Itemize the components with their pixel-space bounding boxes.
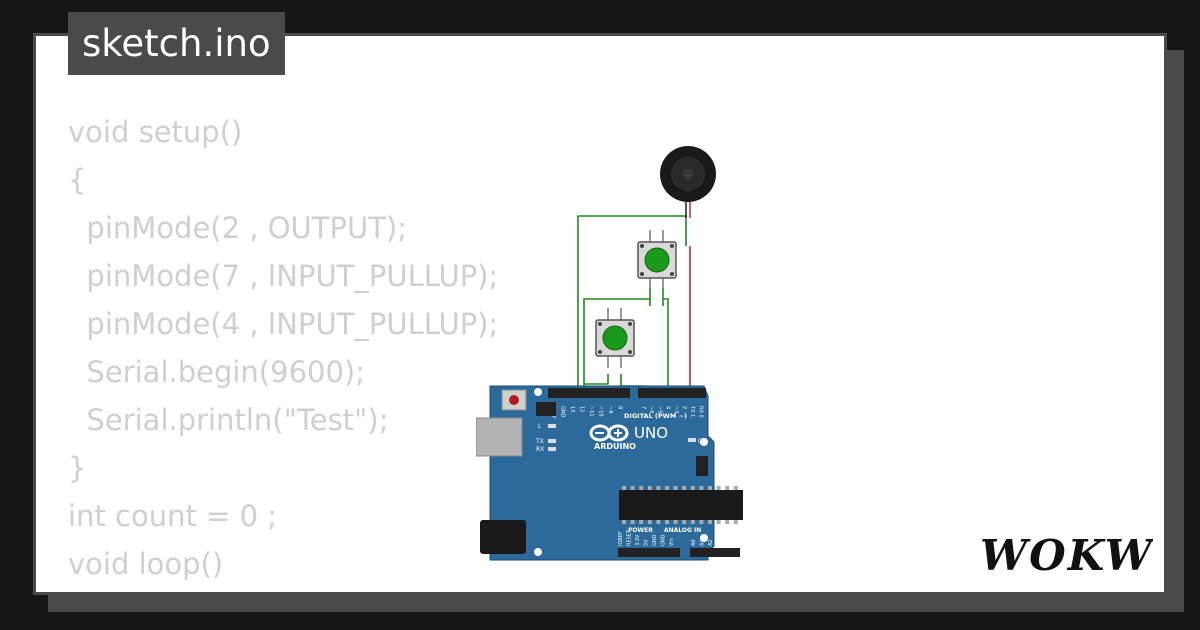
analog-header [690, 548, 740, 557]
preview-card: void setup() { pinMode(2 , OUTPUT); pinMo… [33, 33, 1167, 595]
code-line: int count = 0 ; [68, 499, 278, 533]
pin-label: Vin [669, 538, 675, 546]
pin-label: ~3 [673, 406, 679, 413]
wire-btn1-gnd [583, 298, 650, 396]
pin-label: GND [560, 406, 566, 418]
code-preview: void setup() { pinMode(2 , OUTPUT); pinMo… [68, 108, 499, 592]
file-tab[interactable]: sketch.ino [68, 12, 285, 75]
code-line: Serial.println("Test"); [68, 403, 389, 437]
analog-label: ANALOG IN [664, 527, 701, 534]
code-line: pinMode(4 , INPUT_PULLUP); [68, 307, 499, 341]
pin-label: ~10 [598, 406, 604, 417]
pushbutton-1[interactable] [637, 230, 677, 288]
pin-label: 12 [579, 406, 585, 412]
led-tx-label: TX [535, 438, 544, 445]
pin-label: GND [652, 534, 658, 546]
pin-label: IOREF [618, 531, 624, 546]
pushbutton-2[interactable] [595, 308, 635, 368]
led-tx [548, 439, 556, 443]
pin-label: 13 [569, 406, 575, 412]
buzzer[interactable] [660, 146, 716, 218]
power-jack [480, 520, 526, 554]
wokwi-logo: WOKWi [980, 531, 1153, 580]
model-text: UNO [634, 424, 668, 442]
pin-label: RX 0 [697, 406, 703, 418]
pin-label: ~11 [588, 406, 594, 417]
power-header [618, 548, 680, 557]
led-on-label: ON [698, 438, 707, 445]
arduino-logo-icon [589, 424, 629, 442]
code-line: Serial.begin(9600); [68, 355, 366, 389]
power-label: POWER [628, 527, 653, 534]
pin-label: 3.3V [635, 534, 641, 546]
pin-label: 5V [644, 539, 650, 546]
led-rx-label: RX [536, 446, 544, 453]
digital-label: DIGITAL (PWM ~) [624, 412, 687, 420]
pin-label: 8 [617, 406, 623, 409]
pin-label: A2 [708, 539, 714, 546]
pin-label: 7 [640, 406, 646, 409]
brand-text: ARDUINO [594, 442, 636, 451]
pin-label: A0 [691, 539, 697, 546]
pin-label: 4 [665, 406, 671, 409]
code-line: void loop() [68, 547, 224, 581]
pin-label: GND [661, 534, 667, 546]
pin-label: TX 1 [689, 405, 695, 417]
pin-label: A5 [734, 539, 740, 546]
pin-label: ~5 [656, 406, 662, 413]
pin-label: RESET [627, 529, 633, 546]
code-line: pinMode(7 , INPUT_PULLUP); [68, 259, 499, 293]
led-on [688, 438, 696, 442]
digital-header-right [638, 388, 706, 398]
led-l [548, 424, 556, 428]
code-line: } [68, 451, 87, 485]
pin-label: ~6 [648, 406, 654, 413]
icsp-header [536, 402, 708, 476]
usb-port [476, 417, 523, 457]
code-line: { [68, 163, 87, 197]
pin-label: A1 [700, 539, 706, 546]
atmega-chip [619, 490, 743, 520]
led-l-label: L [538, 423, 542, 430]
digital-header-left [548, 388, 630, 398]
pin-label: 2 [681, 406, 687, 409]
code-line: { [68, 588, 498, 592]
led-rx [548, 447, 556, 451]
pin-label: A3 [717, 539, 723, 546]
wire-btn1-pin4 [663, 298, 669, 396]
wire-gnd-buzzer [577, 215, 687, 396]
wire-btn2-gnd [584, 374, 609, 385]
pin-label: A4 [725, 539, 731, 546]
pin-label: ~9 [607, 406, 613, 413]
code-line: void setup() [68, 115, 243, 149]
code-line: pinMode(2 , OUTPUT); [68, 211, 407, 245]
wokwi-logo-text: WOKWi [980, 531, 1153, 580]
